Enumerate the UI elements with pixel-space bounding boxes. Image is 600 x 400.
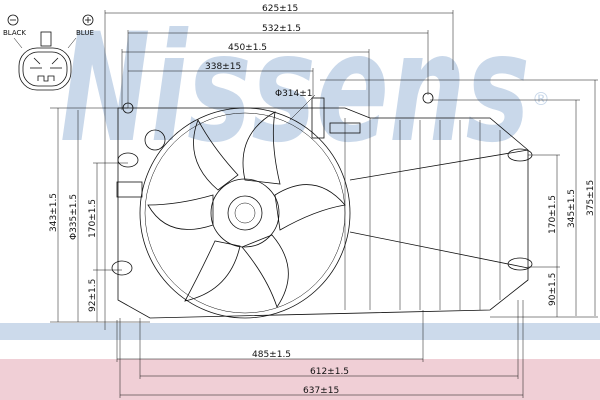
dimension-lines <box>50 10 598 398</box>
watermark-band-blue <box>0 323 600 340</box>
fan <box>139 107 351 319</box>
dim-485: 485±1.5 <box>252 350 291 360</box>
blue-label: BLUE <box>76 29 94 37</box>
dim-fan-diameter: Φ314±1 <box>275 89 313 99</box>
plus-icon <box>82 14 94 26</box>
registered-mark: ® <box>532 89 550 110</box>
dim-450: 450±1.5 <box>228 43 267 53</box>
dim-625: 625±15 <box>262 4 298 14</box>
nissens-watermark: Nissens ® <box>60 2 550 176</box>
dim-637: 637±15 <box>303 386 339 396</box>
dim-338: 338±15 <box>205 62 241 72</box>
dim-92: 92±1.5 <box>88 279 98 312</box>
dim-343: 343±1.5 <box>49 193 59 232</box>
dim-375: 375±15 <box>586 180 596 216</box>
fan-shroud <box>111 92 533 319</box>
dim-170-left: 170±1.5 <box>88 199 98 238</box>
dim-335: Φ335±1.5 <box>69 194 79 240</box>
connector-diagram: BLACK BLUE <box>3 14 94 91</box>
watermark-band-pink <box>0 359 600 400</box>
dim-612: 612±1.5 <box>310 367 349 377</box>
dim-345: 345±1.5 <box>567 189 577 228</box>
watermark-text: Nissens <box>60 2 530 176</box>
black-label: BLACK <box>3 29 26 37</box>
dim-90: 90±1.5 <box>548 273 558 306</box>
dim-532: 532±1.5 <box>262 24 301 34</box>
dim-170-right: 170±1.5 <box>548 195 558 234</box>
minus-icon <box>7 14 19 26</box>
